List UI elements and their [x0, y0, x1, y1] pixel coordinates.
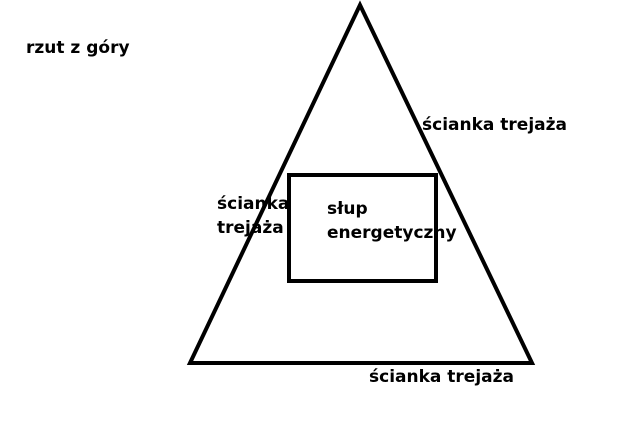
left-wall-label-line2: trejaża — [217, 218, 284, 238]
bottom-wall-label: ścianka trejaża — [369, 367, 514, 387]
left-wall-label-line1: ścianka — [217, 194, 290, 214]
right-wall-label: ścianka trejaża — [422, 115, 567, 135]
top-view-label: rzut z góry — [26, 38, 130, 58]
power-pole-label-line2: energetyczny — [327, 223, 457, 243]
trellis-triangle — [186, 0, 536, 365]
power-pole-label-line1: słup — [327, 199, 368, 219]
power-pole-square — [287, 173, 438, 283]
left-wall-label: ścianka trejaża — [217, 192, 297, 240]
power-pole-label: słup energetyczny — [327, 197, 477, 245]
